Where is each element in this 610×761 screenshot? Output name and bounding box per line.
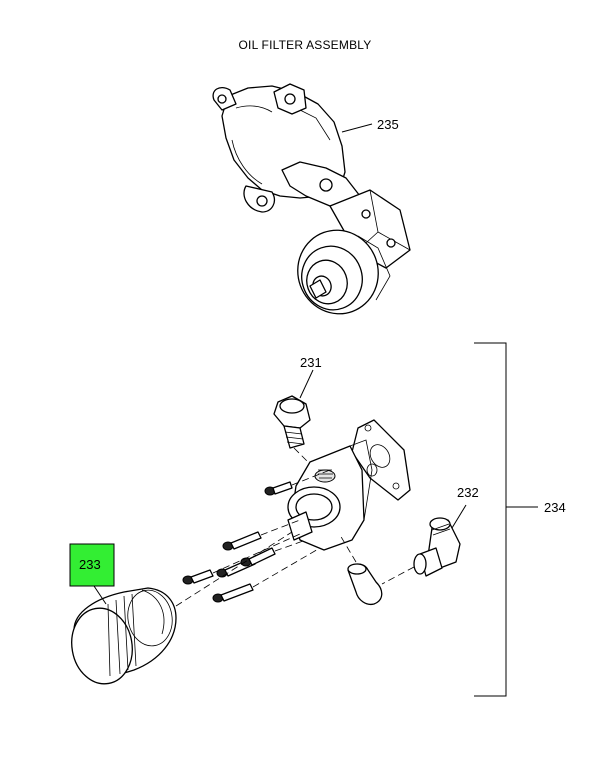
- assembly-path-bolt-2: [274, 539, 307, 552]
- highlight-box-233[interactable]: [69, 543, 115, 587]
- bolt-small-top[interactable]: [264, 481, 293, 496]
- leader-235: [341, 123, 373, 133]
- adapter-housing[interactable]: [287, 439, 373, 551]
- bracket-234: [474, 342, 507, 697]
- callout-232[interactable]: 232: [457, 485, 479, 500]
- callout-231[interactable]: 231: [300, 355, 322, 370]
- filter-base-housing[interactable]: [212, 83, 411, 325]
- assembly-path-231: [293, 447, 321, 475]
- assembly-path-bolt-3: [212, 533, 301, 574]
- fitting-231[interactable]: [273, 395, 311, 449]
- assembly-path-233: [175, 531, 293, 607]
- leader-231: [299, 369, 314, 399]
- bent-tube[interactable]: [347, 563, 383, 606]
- bolt-set[interactable]: [182, 531, 276, 603]
- diagram-title: OIL FILTER ASSEMBLY: [238, 38, 372, 52]
- assembly-path-bolt-top: [291, 469, 331, 486]
- callout-233[interactable]: 233: [79, 557, 101, 572]
- leader-233: [93, 585, 107, 605]
- elbow-fitting-232[interactable]: [413, 517, 461, 577]
- assembly-path-tube: [339, 534, 357, 563]
- leader-232: [451, 504, 467, 529]
- callout-235[interactable]: 235: [377, 117, 399, 132]
- oil-filter-233[interactable]: [66, 587, 177, 689]
- assembly-path-232: [381, 566, 415, 585]
- assembly-path-bolt-4: [252, 547, 321, 588]
- callout-234[interactable]: 234: [544, 500, 566, 515]
- assembly-path-bolt-1: [260, 519, 301, 536]
